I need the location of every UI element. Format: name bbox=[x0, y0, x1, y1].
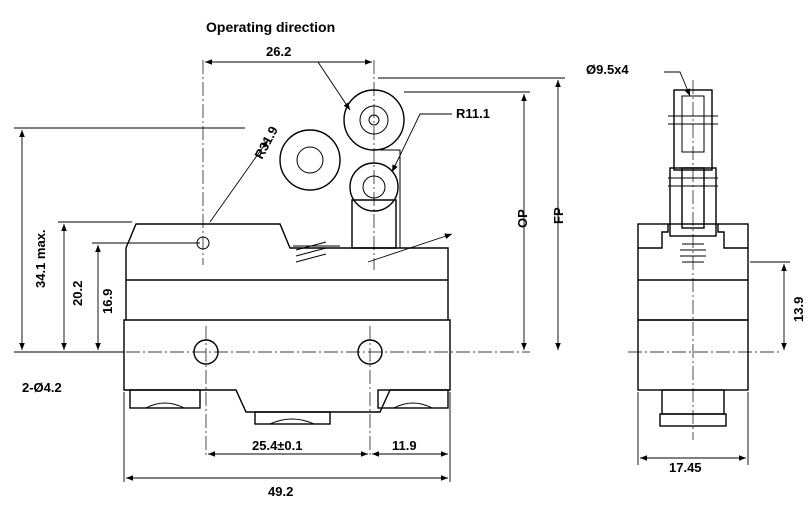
front-view bbox=[60, 60, 530, 455]
terminal-screws bbox=[145, 402, 433, 425]
side-dimensions bbox=[637, 71, 790, 465]
lever-bracket bbox=[380, 149, 401, 248]
roller-diameter-leader bbox=[664, 71, 691, 97]
label-11-9: 11.9 bbox=[392, 438, 417, 453]
label-49-2: 49.2 bbox=[268, 484, 293, 499]
front-base bbox=[123, 319, 451, 413]
label-r11-1: R11.1 bbox=[456, 106, 490, 121]
label-r31-9: R31.9 bbox=[251, 124, 281, 162]
side-view bbox=[628, 80, 780, 440]
terminal-left bbox=[129, 389, 201, 409]
spring bbox=[293, 241, 340, 263]
side-top-shoulder bbox=[638, 224, 748, 249]
front-upper-housing bbox=[125, 223, 449, 320]
label-34-1: 34.1 max. bbox=[33, 229, 48, 288]
op-travel-arrow bbox=[367, 233, 453, 263]
roller-ghost-hub bbox=[296, 146, 324, 174]
terminal-center bbox=[254, 411, 331, 425]
roller-ghost bbox=[279, 129, 341, 191]
operating-direction-arrow bbox=[317, 61, 351, 111]
label-13-9: 13.9 bbox=[791, 297, 806, 322]
title-operating-direction: Operating direction bbox=[206, 19, 335, 35]
label-holes: 2-Ø4.2 bbox=[22, 380, 62, 395]
r11-1-leader bbox=[391, 113, 452, 173]
lever-arm bbox=[351, 199, 397, 249]
label-16-9: 16.9 bbox=[100, 289, 115, 314]
terminal-right bbox=[377, 389, 449, 409]
label-25-4: 25.4±0.1 bbox=[252, 438, 303, 453]
r31-9-leader bbox=[209, 139, 269, 223]
label-op: OP bbox=[515, 209, 530, 228]
label-fp: FP bbox=[551, 207, 566, 224]
labels: Operating direction 26.2 R31.9 R11.1 34.… bbox=[22, 19, 806, 499]
label-17-45: 17.45 bbox=[669, 460, 702, 475]
label-20-2: 20.2 bbox=[70, 281, 85, 306]
label-26-2: 26.2 bbox=[266, 44, 291, 59]
label-roller-diameter: Ø9.5x4 bbox=[586, 62, 629, 77]
front-dimensions bbox=[14, 59, 565, 482]
